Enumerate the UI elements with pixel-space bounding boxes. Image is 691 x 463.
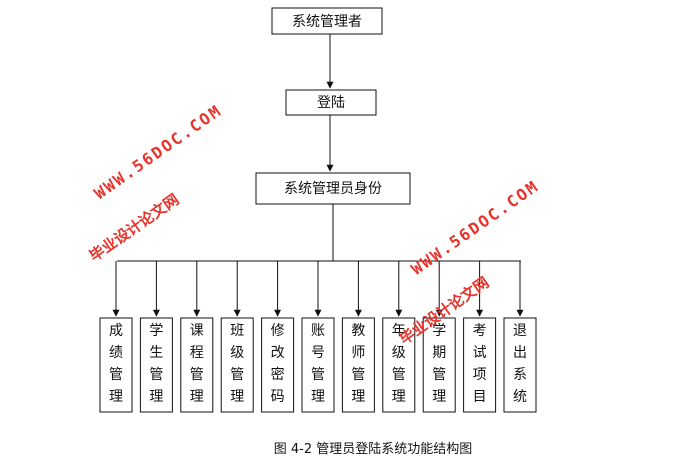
module-account-management-char: 号	[311, 345, 325, 361]
module-teacher-management-char: 师	[351, 345, 365, 361]
module-grade-management-char: 年	[392, 323, 406, 339]
module-change-password-char: 修	[271, 323, 285, 339]
module-change-password-box	[261, 317, 295, 413]
module-teacher-management-char: 教	[351, 323, 365, 339]
module-class-management-char: 级	[230, 345, 244, 361]
module-account-management-char: 管	[311, 367, 325, 383]
module-course-management-box	[180, 317, 214, 413]
module-exam-items-char: 试	[473, 345, 487, 361]
module-account-management-char: 账	[311, 323, 325, 339]
module-semester-management-box	[422, 317, 456, 413]
module-semester-management-char: 期	[432, 345, 446, 361]
module-score-management-char: 管	[109, 367, 123, 383]
module-grade-management-char: 级	[392, 345, 406, 361]
watermark-right-url: WWW.56DOC.COM	[408, 176, 543, 278]
watermark-left: 毕业设计论文网 WWW.56DOC.COM	[86, 101, 226, 266]
module-class-management-char: 理	[230, 389, 244, 405]
figure-caption: 图 4-2 管理员登陆系统功能结构图	[274, 441, 473, 457]
module-class-management-char: 班	[230, 323, 244, 339]
module-score-management-char: 理	[109, 389, 123, 405]
module-grade-management-char: 理	[392, 389, 406, 405]
module-list: 成绩管理学生管理课程管理班级管理修改密码账号管理教师管理年级管理学期管理考试项目…	[99, 261, 537, 413]
module-semester-management-char: 管	[432, 367, 446, 383]
module-semester-management-char: 学	[432, 323, 446, 339]
module-course-management-char: 程	[190, 345, 204, 361]
module-student-management-char: 管	[149, 367, 163, 383]
node-system-manager: 系统管理者	[271, 7, 383, 35]
module-exam-items-char: 考	[473, 323, 487, 339]
module-change-password-char: 码	[271, 389, 285, 405]
module-course-management-char: 管	[190, 367, 204, 383]
module-exit-system-char: 退	[513, 323, 527, 339]
module-exit-system-char: 统	[513, 389, 527, 405]
module-semester-management-char: 理	[432, 389, 446, 405]
module-exit-system-box	[503, 317, 537, 413]
module-course-management-char: 课	[190, 323, 204, 339]
module-class-management-box	[220, 317, 254, 413]
module-student-management-char: 学	[149, 323, 163, 339]
module-exam-items-char: 目	[473, 389, 487, 405]
module-change-password-char: 改	[271, 345, 285, 361]
node-login-label: 登陆	[317, 95, 345, 111]
module-course-management-char: 理	[190, 389, 204, 405]
module-student-management-char: 理	[149, 389, 163, 405]
module-exit-system-char: 系	[513, 367, 527, 383]
module-exam-items-char: 项	[473, 367, 487, 383]
module-teacher-management-box	[341, 317, 375, 413]
module-score-management-char: 成	[109, 323, 123, 339]
module-student-management-char: 生	[149, 345, 163, 361]
module-exit-system-char: 出	[513, 345, 527, 361]
module-exam-items-box	[463, 317, 497, 413]
module-student-management-box	[139, 317, 173, 413]
module-change-password-char: 密	[271, 366, 285, 383]
node-admin-identity: 系统管理员身份	[255, 172, 411, 205]
module-class-management-char: 管	[230, 367, 244, 383]
node-admin-identity-label: 系统管理员身份	[284, 181, 382, 197]
module-score-management-box	[99, 317, 133, 413]
node-system-manager-label: 系统管理者	[292, 14, 362, 30]
module-account-management-box	[301, 317, 335, 413]
module-teacher-management-char: 管	[351, 367, 365, 383]
module-account-management-char: 理	[311, 389, 325, 405]
module-grade-management-box	[382, 317, 416, 413]
module-teacher-management-char: 理	[351, 389, 365, 405]
module-score-management-char: 绩	[109, 345, 123, 361]
module-grade-management-char: 管	[392, 367, 406, 383]
watermark-left-url: WWW.56DOC.COM	[91, 101, 226, 203]
node-login: 登陆	[285, 89, 377, 116]
